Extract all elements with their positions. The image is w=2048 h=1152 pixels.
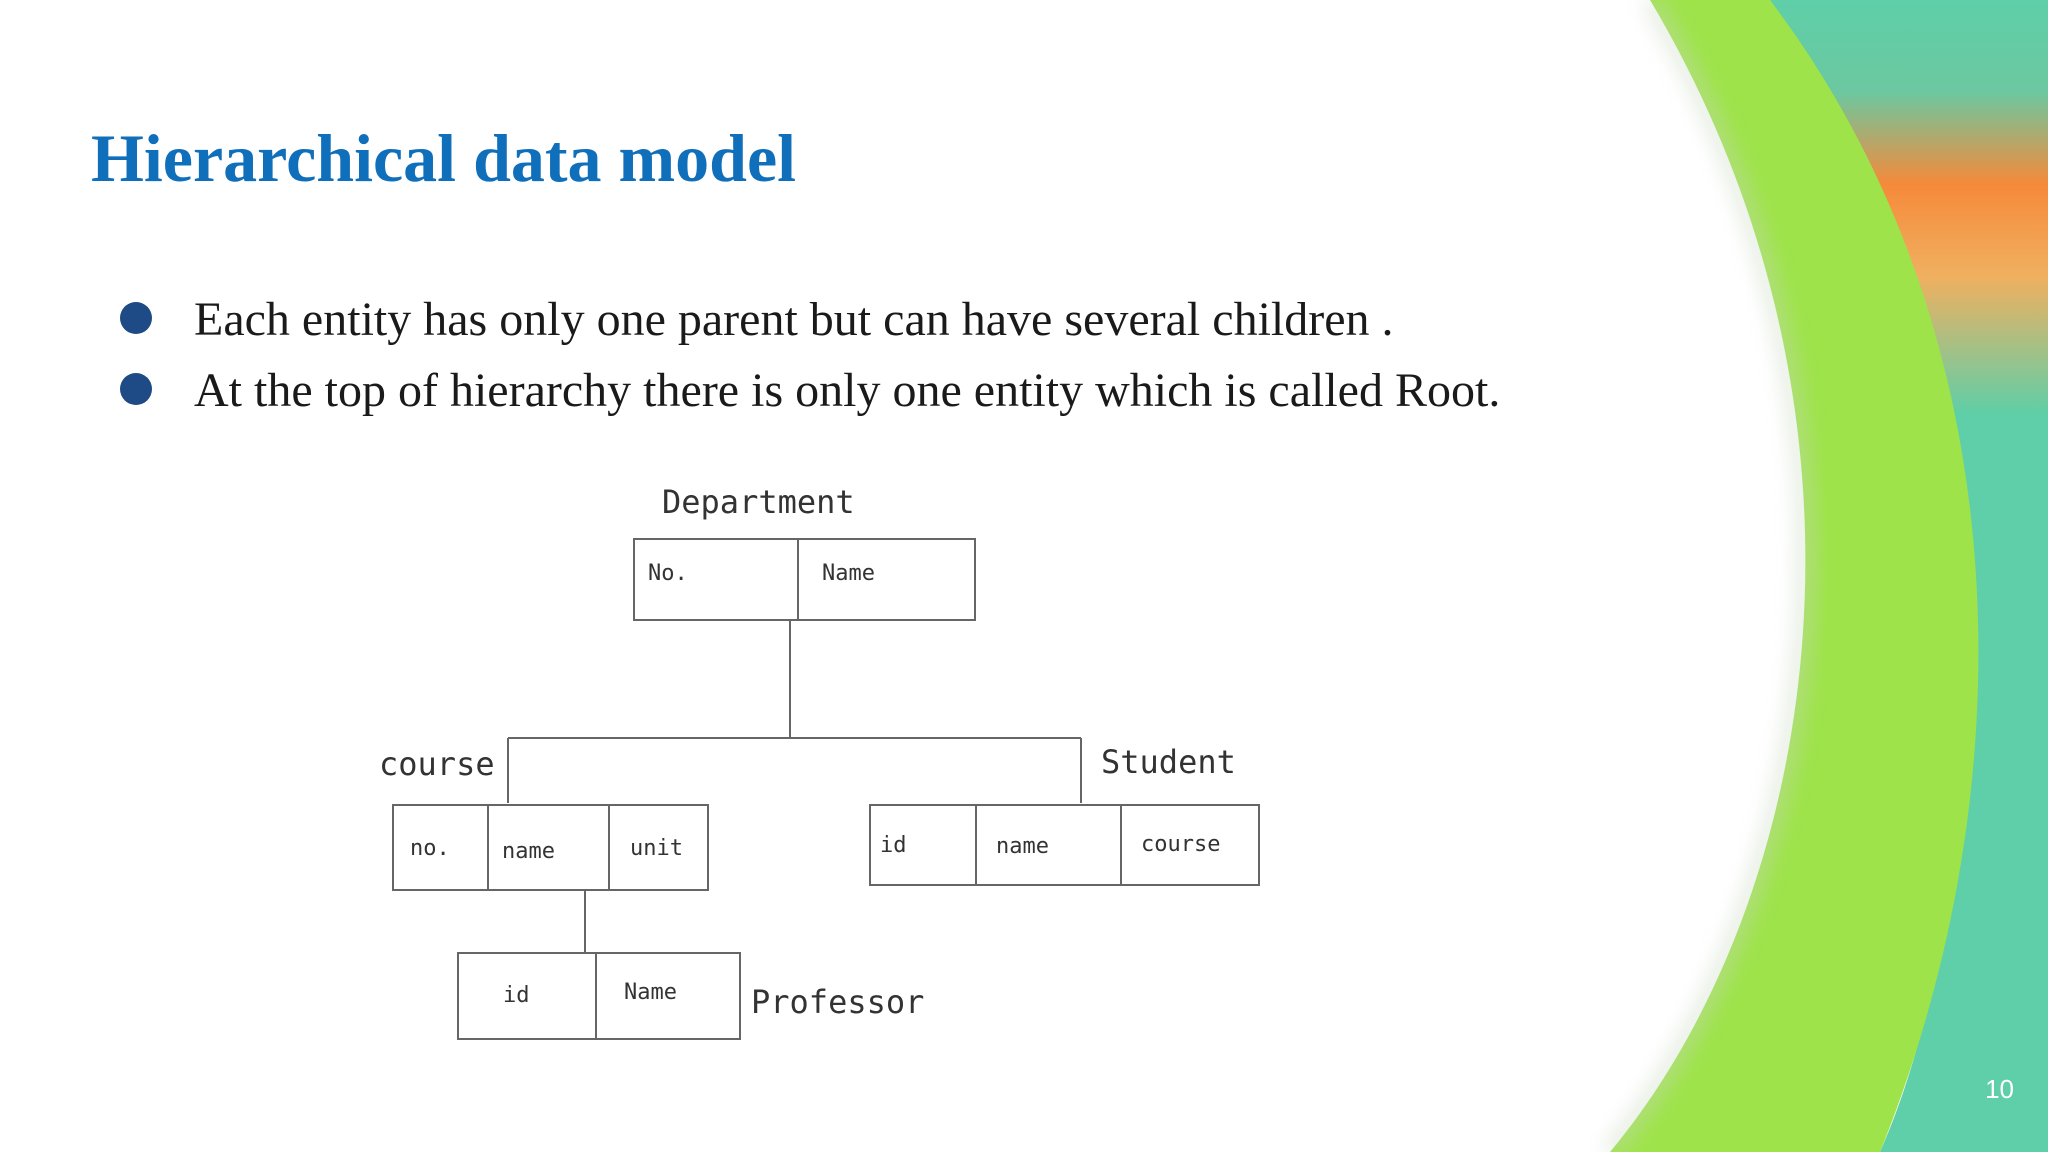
professor-field: Name [624, 980, 677, 1005]
student-field: id [880, 833, 907, 858]
bullet-dot-icon [120, 373, 152, 405]
bullet-item: Each entity has only one parent but can … [118, 290, 1500, 361]
professor-field: id [503, 983, 530, 1008]
bullet-list: Each entity has only one parent but can … [118, 290, 1500, 432]
page-number: 10 [1985, 1074, 2014, 1104]
bullet-text: At the top of hierarchy there is only on… [194, 364, 1501, 417]
slide-title: Hierarchical data model [91, 120, 797, 196]
student-box [869, 804, 1260, 886]
bullet-item: At the top of hierarchy there is only on… [118, 361, 1500, 432]
student-field: course [1141, 832, 1220, 857]
student-field: name [996, 834, 1049, 859]
professor-box [457, 952, 741, 1040]
bullet-dot-icon [120, 302, 152, 334]
teal-orange-band [1700, 0, 2048, 1152]
course-label: course [379, 745, 495, 783]
department-field: Name [822, 561, 875, 586]
student-label: Student [1101, 743, 1236, 781]
department-box [633, 538, 976, 621]
course-field: name [502, 839, 555, 864]
course-field: no. [410, 836, 450, 861]
professor-label: Professor [751, 983, 924, 1021]
course-field: unit [630, 836, 683, 861]
green-swoosh [1610, 0, 1979, 1152]
department-field: No. [648, 561, 688, 586]
bullet-text: Each entity has only one parent but can … [194, 293, 1394, 346]
course-box [392, 804, 709, 891]
department-label: Department [662, 483, 855, 521]
